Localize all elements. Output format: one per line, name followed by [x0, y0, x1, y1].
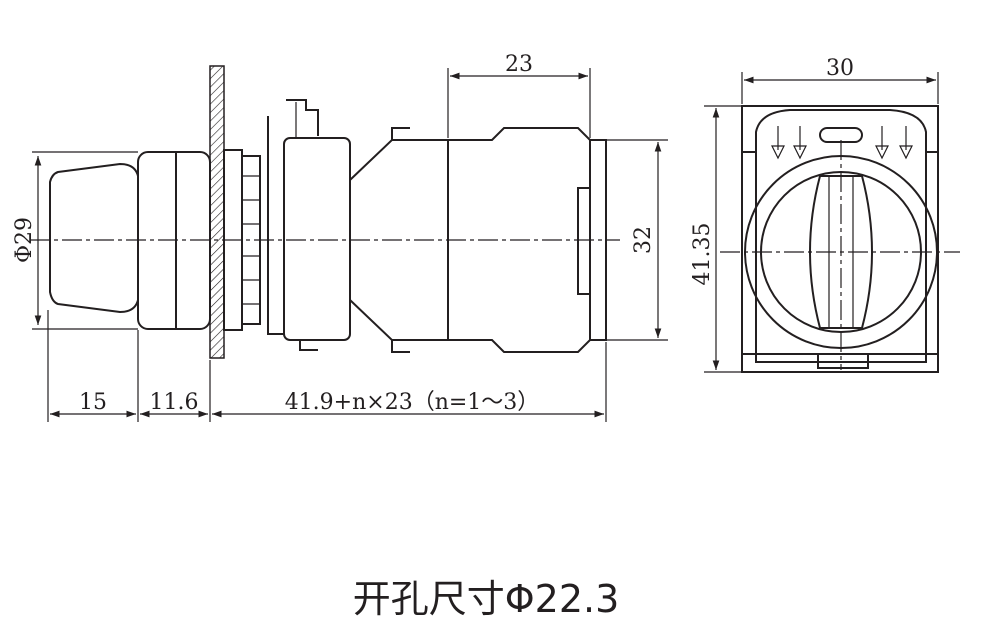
dim-label-body-length: 41.9+n×23（n=1～3） [285, 390, 540, 415]
dim-label-body-height: 32 [631, 226, 656, 254]
front-view [720, 105, 960, 373]
dim-bottom: 15 11.6 41.9+n×23（n=1～3） [47, 310, 607, 422]
dim-front-width: 30 [741, 56, 939, 104]
knob-cap [49, 162, 139, 314]
panel-section [209, 65, 225, 359]
dim-front-height: 41.35 [690, 105, 742, 373]
direction-arrows [771, 126, 913, 160]
dim-label-knob-diameter: Φ29 [12, 217, 37, 263]
adapter-frame [267, 99, 351, 351]
top-slot [819, 127, 863, 143]
dim-label-knob-length: 15 [79, 390, 107, 415]
front-housing [741, 105, 939, 373]
dim-label-front-width: 30 [826, 56, 854, 81]
dim-label-contact-width: 23 [505, 52, 533, 77]
dim-body-height: 32 [606, 139, 668, 341]
dim-knob-diameter: Φ29 [12, 151, 138, 330]
dim-contact-width: 23 [447, 52, 591, 138]
dim-label-bezel-length: 11.6 [150, 390, 199, 415]
dim-label-front-height: 41.35 [690, 223, 715, 286]
panel-cutout-caption: 开孔尺寸Φ22.3 [353, 577, 620, 621]
side-view [30, 65, 620, 359]
selector-lever [809, 175, 873, 329]
